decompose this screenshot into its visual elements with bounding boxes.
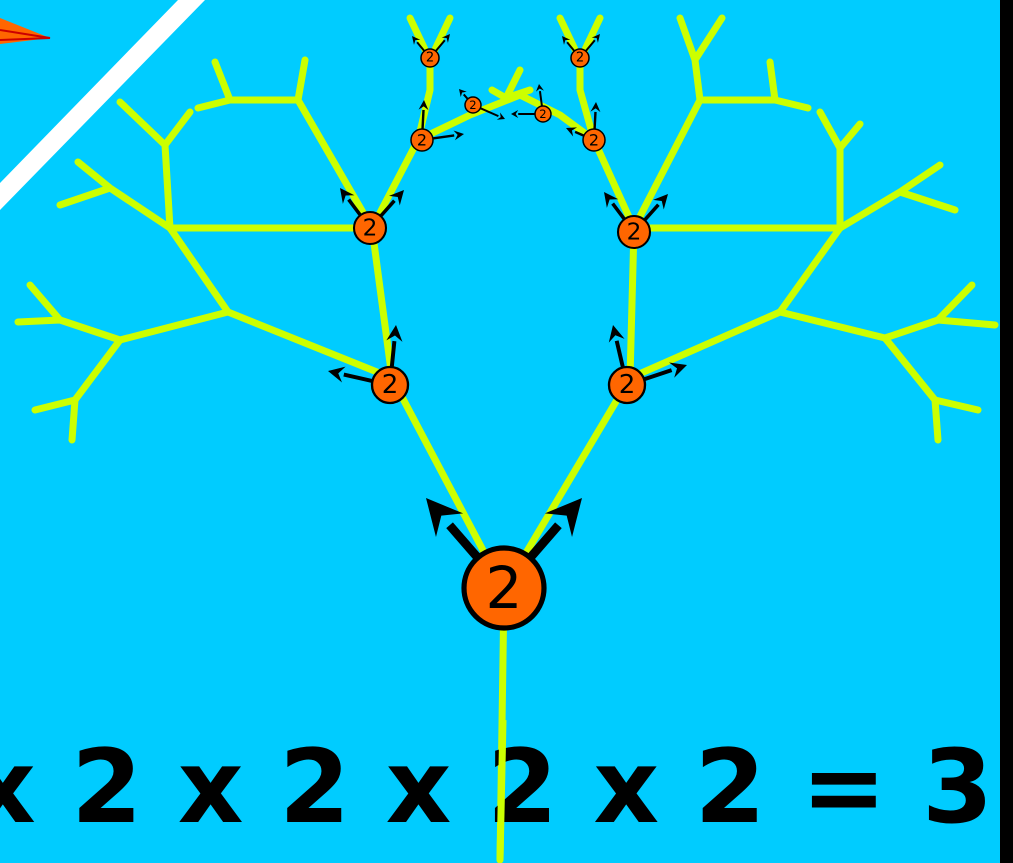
corner-pointer <box>0 18 51 44</box>
node-left-1: 2 <box>328 325 410 405</box>
branch-left-2a <box>368 224 396 382</box>
node-right-1: 2 <box>607 325 687 405</box>
node-left-5: 2 <box>412 34 450 68</box>
node-label: 2 <box>417 131 427 150</box>
node-left-2: 2 <box>340 188 404 246</box>
node-circle <box>616 214 652 250</box>
arrow-head <box>426 498 464 537</box>
arrow-head <box>441 34 450 43</box>
equation-text: x 2 x 2 x 2 x 2 = 32 <box>0 728 1013 847</box>
node-label: 2 <box>589 131 599 150</box>
node-left-4: 2 <box>459 89 505 120</box>
arrow-head <box>386 325 403 342</box>
branch-right-2a <box>626 224 638 382</box>
arrow-head <box>496 112 505 120</box>
node-label: 2 <box>627 219 642 246</box>
node-circle <box>570 48 590 68</box>
node-label: 2 <box>382 370 399 400</box>
node-circle <box>410 128 434 152</box>
node-right-5: 2 <box>562 34 600 68</box>
corner-stripe <box>0 0 205 210</box>
node-left-3: 2 <box>410 100 464 152</box>
node-label: 2 <box>363 215 378 242</box>
arrow-head <box>562 36 571 45</box>
right-edge-bar <box>1000 0 1013 863</box>
node-right-4: 2 <box>511 84 552 123</box>
arrow-head <box>653 194 668 210</box>
node-label: 2 <box>619 370 636 400</box>
arrow-head <box>590 102 601 113</box>
node-circle <box>370 365 410 405</box>
arrow-head <box>511 110 519 118</box>
branch-nodes: 2 2 2 2 2 2 2 2 2 2 2 <box>328 34 687 631</box>
arrow-head <box>389 190 404 206</box>
arrow-head <box>535 84 544 92</box>
node-circle <box>607 365 647 405</box>
arrow-head <box>328 366 346 383</box>
node-circle <box>534 105 552 123</box>
arrow-head <box>418 100 429 111</box>
arrow-head <box>340 188 355 204</box>
arrow-head <box>453 130 464 141</box>
node-right-2: 2 <box>604 192 668 250</box>
node-root: 2 <box>426 498 582 631</box>
node-circle <box>464 96 482 114</box>
branch-right-2b <box>626 308 784 382</box>
multiplication-equation: x 2 x 2 x 2 x 2 = 32 <box>0 718 1013 858</box>
node-circle <box>582 128 606 152</box>
arrow-head <box>608 325 625 343</box>
node-label: 2 <box>576 51 584 66</box>
arrow-head <box>459 89 467 98</box>
node-label: 2 <box>469 98 476 112</box>
arrow-head <box>669 362 687 378</box>
arrow-head <box>604 192 619 208</box>
branch-left-2b <box>224 308 396 382</box>
arrow-head <box>544 498 582 537</box>
node-label: 2 <box>539 107 546 121</box>
node-circle <box>461 545 547 631</box>
node-label: 2 <box>486 554 523 622</box>
arrow-head <box>412 36 421 45</box>
arrow-head <box>566 127 578 137</box>
node-circle <box>420 48 440 68</box>
arrow-head <box>591 34 600 43</box>
node-label: 2 <box>426 51 434 66</box>
node-right-3: 2 <box>566 102 606 152</box>
node-circle <box>352 210 388 246</box>
